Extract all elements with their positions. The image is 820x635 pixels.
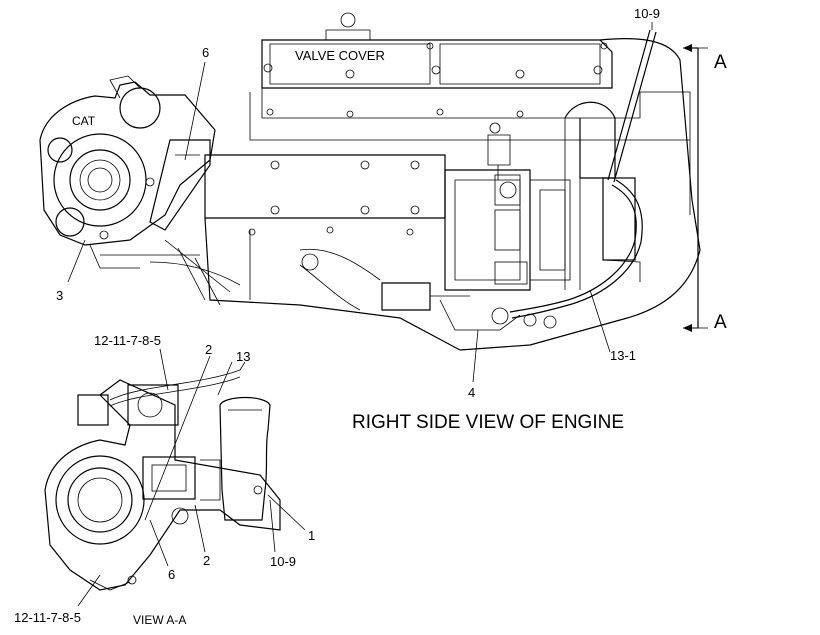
callout-6-lower: 6 <box>168 567 175 582</box>
view-title: RIGHT SIDE VIEW OF ENGINE <box>352 412 624 433</box>
callout-3: 3 <box>56 288 63 303</box>
section-marker-top: A <box>714 52 727 73</box>
callout-12-11-7-8-5-upper: 12-11-7-8-5 <box>94 333 161 348</box>
callout-2-upper: 2 <box>205 342 212 357</box>
engine-block <box>204 12 701 351</box>
view-aa-label: VIEW A-A <box>133 613 186 627</box>
callout-10-9-top: 10-9 <box>634 6 660 21</box>
section-marker-bottom: A <box>714 312 727 333</box>
leader-lines <box>67 22 653 607</box>
section-view-aa <box>44 361 281 591</box>
callout-6-top: 6 <box>202 45 209 60</box>
cat-logo-text: CAT <box>72 114 96 128</box>
callout-1: 1 <box>308 528 315 543</box>
callout-13-1: 13-1 <box>610 348 636 363</box>
valve-cover-label: VALVE COVER <box>295 48 385 63</box>
callout-12-11-7-8-5-lower: 12-11-7-8-5 <box>14 610 81 625</box>
callout-4: 4 <box>468 385 475 400</box>
callout-10-9-bottom: 10-9 <box>270 554 296 569</box>
turbocharger-top: CAT <box>39 75 241 306</box>
section-markers <box>683 44 708 332</box>
callout-2-lower: 2 <box>203 553 210 568</box>
callout-13: 13 <box>236 349 250 364</box>
